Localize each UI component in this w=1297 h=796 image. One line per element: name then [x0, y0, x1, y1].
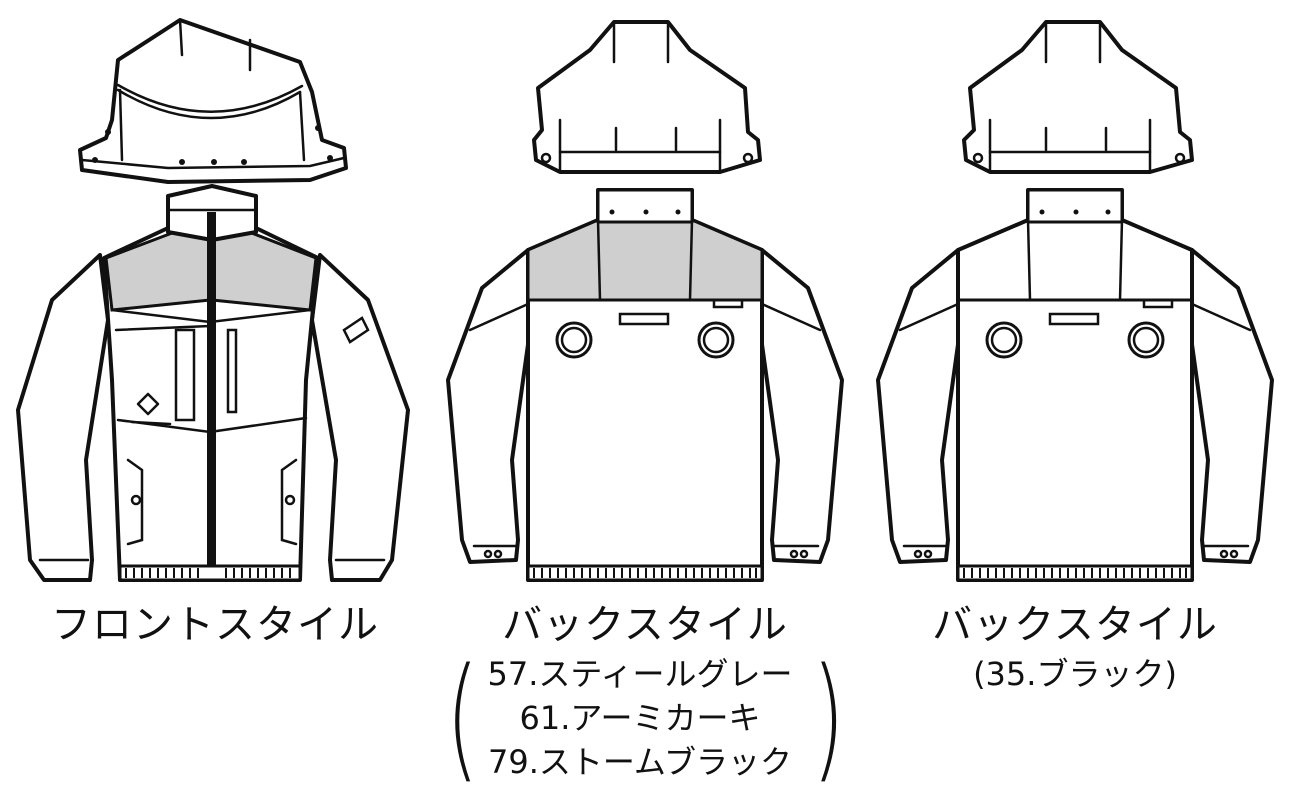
close-bracket: )	[812, 638, 845, 796]
back-body-1	[446, 188, 844, 582]
color-61: 61.アーミカーキ	[519, 699, 761, 737]
back-view-2	[876, 20, 1274, 582]
front-body	[16, 184, 410, 582]
back-style-caption-1: バックスタイル	[502, 602, 788, 648]
open-bracket: (	[446, 638, 479, 796]
front-view	[16, 18, 410, 582]
color-79: 79.ストームブラック	[487, 743, 792, 781]
front-style-caption: フロントスタイル	[51, 602, 379, 648]
back-body-2	[876, 188, 1274, 582]
back-hood-1	[532, 20, 762, 174]
back-style-caption-2: バックスタイル	[932, 602, 1218, 648]
back-view-1	[446, 20, 844, 582]
color-57: 57.スティールグレー	[487, 655, 793, 693]
back-hood-2	[962, 20, 1194, 174]
color-35: (35.ブラック)	[973, 655, 1177, 693]
front-hood	[78, 18, 348, 184]
